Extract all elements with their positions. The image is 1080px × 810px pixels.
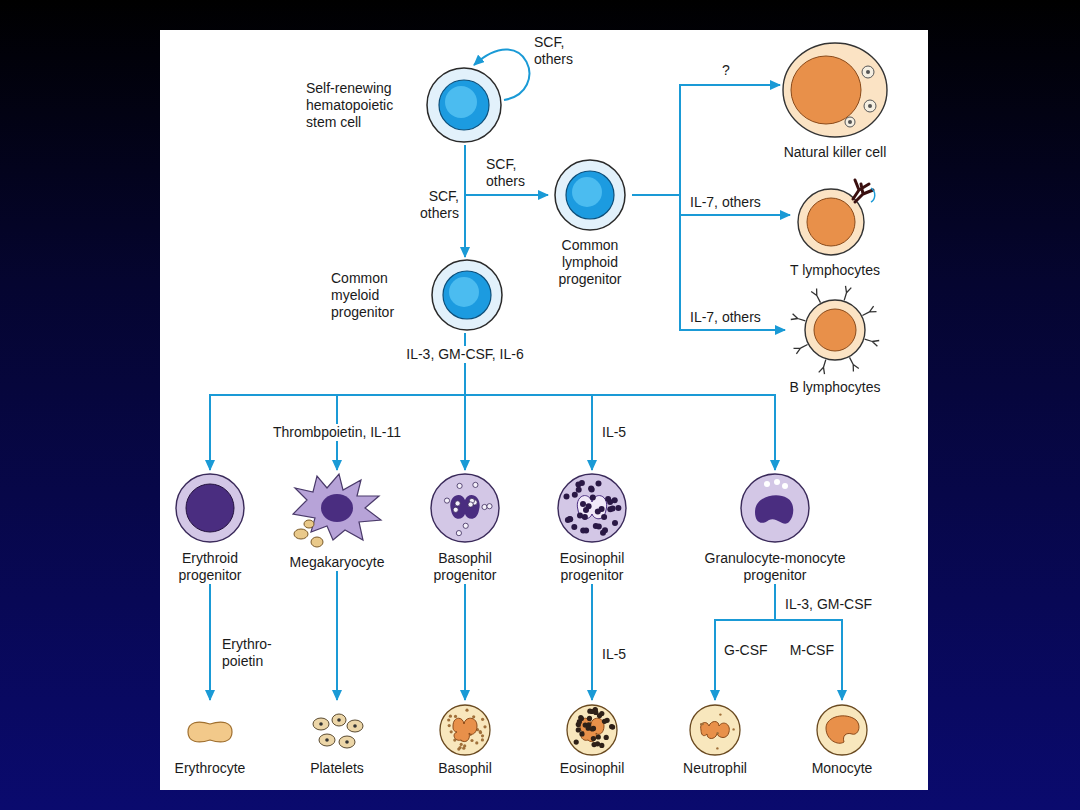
growth-factor-label: SCF, others <box>393 188 461 222</box>
connector-arrow <box>632 85 780 195</box>
cell-picture <box>307 700 367 756</box>
cell-illustration <box>562 700 622 756</box>
growth-factor-label: IL-7, others <box>688 194 763 211</box>
growth-factor-label: IL-5 <box>600 424 628 441</box>
cell-illustration <box>429 257 505 333</box>
cell-node: Granulocyte-monocyte progenitor <box>690 470 860 584</box>
connector-arrow <box>464 145 466 257</box>
cell-node: B lymphocytes <box>785 285 885 396</box>
connector-arrow <box>464 584 466 700</box>
cell-node: Eosinophil <box>560 700 625 777</box>
cell-illustration <box>552 157 628 233</box>
cell-picture <box>562 700 622 756</box>
cell-label: Erythroid progenitor <box>164 550 256 584</box>
cell-picture <box>737 470 813 546</box>
growth-factor-label: SCF, others <box>484 156 544 190</box>
connector-arrow <box>715 584 775 700</box>
growth-factor-label: IL-7, others <box>688 309 763 326</box>
cell-label: Platelets <box>310 760 364 777</box>
cell-picture <box>793 178 877 258</box>
cell-node: Erythrocyte <box>175 700 246 777</box>
connector-arrow <box>591 584 593 700</box>
cell-illustration <box>180 700 240 756</box>
cell-label: Basophil <box>438 760 492 777</box>
cell-picture <box>427 470 503 546</box>
cell-picture <box>424 65 504 145</box>
cell-label: Natural killer cell <box>784 144 887 161</box>
cell-illustration <box>793 178 877 258</box>
growth-factor-label: Thrombpoietin, IL-11 <box>271 424 403 441</box>
cell-node: T lymphocytes <box>790 178 880 279</box>
growth-factor-label: SCF, others <box>532 34 588 68</box>
cell-picture <box>287 470 387 550</box>
cell-picture <box>552 157 628 233</box>
cell-label: Basophil progenitor <box>419 550 511 584</box>
growth-factor-label: IL-3, GM-CSF, IL-6 <box>404 346 525 363</box>
cell-illustration <box>427 470 503 546</box>
cell-node: Self-renewing hematopoietic stem cell <box>306 65 504 145</box>
cell-label: Self-renewing hematopoietic stem cell <box>306 80 418 131</box>
connector-arrow <box>632 195 790 215</box>
connector-arrow <box>209 584 211 700</box>
cell-illustration <box>685 700 745 756</box>
cell-illustration <box>785 285 885 375</box>
cell-label: T lymphocytes <box>790 262 880 279</box>
cell-illustration <box>424 65 504 145</box>
cell-node: Eosinophil progenitor <box>546 470 638 584</box>
growth-factor-label: IL-3, GM-CSF <box>783 596 874 613</box>
cell-illustration <box>287 470 387 550</box>
cell-picture <box>180 700 240 756</box>
cell-picture <box>685 700 745 756</box>
cell-label: Eosinophil progenitor <box>546 550 638 584</box>
cell-node: Basophil progenitor <box>419 470 511 584</box>
cell-label: Neutrophil <box>683 760 747 777</box>
cell-illustration <box>554 470 630 546</box>
connector-arrow <box>632 195 785 330</box>
cell-node: Common myeloid progenitor <box>331 257 505 333</box>
cell-node: Natural killer cell <box>780 40 890 161</box>
cell-node: Basophil <box>435 700 495 777</box>
cell-label: B lymphocytes <box>789 379 880 396</box>
cell-node: Megakaryocyte <box>287 470 387 571</box>
cell-illustration <box>172 470 248 546</box>
cell-illustration <box>307 700 367 756</box>
cell-node: Erythroid progenitor <box>164 470 256 584</box>
growth-factor-label: IL-5 <box>600 646 628 663</box>
connector-arrow <box>336 571 338 700</box>
cell-picture <box>435 700 495 756</box>
cell-node: Common lymphoid progenitor <box>548 157 632 288</box>
cell-label: Monocyte <box>812 760 873 777</box>
connector-arrow <box>465 145 548 195</box>
cell-picture <box>780 40 890 140</box>
cell-picture <box>429 257 505 333</box>
cell-illustration <box>435 700 495 756</box>
growth-factor-label: ? <box>720 62 732 79</box>
cell-picture <box>172 470 248 546</box>
cell-node: Platelets <box>307 700 367 777</box>
cell-node: Neutrophil <box>683 700 747 777</box>
growth-factor-label: Erythro- poietin <box>220 636 288 670</box>
cell-label: Common myeloid progenitor <box>331 270 423 321</box>
cell-node: Monocyte <box>812 700 873 777</box>
growth-factor-label: G-CSF <box>722 642 770 659</box>
cell-illustration <box>812 700 872 756</box>
cell-picture <box>554 470 630 546</box>
cell-label: Megakaryocyte <box>290 554 385 571</box>
cell-illustration <box>737 470 813 546</box>
cell-illustration <box>780 40 890 140</box>
cell-picture <box>785 285 885 375</box>
cell-picture <box>812 700 872 756</box>
cell-label: Erythrocyte <box>175 760 246 777</box>
cell-label: Granulocyte-monocyte progenitor <box>690 550 860 584</box>
growth-factor-label: M-CSF <box>788 642 836 659</box>
cell-label: Common lymphoid progenitor <box>548 237 632 288</box>
cell-label: Eosinophil <box>560 760 625 777</box>
